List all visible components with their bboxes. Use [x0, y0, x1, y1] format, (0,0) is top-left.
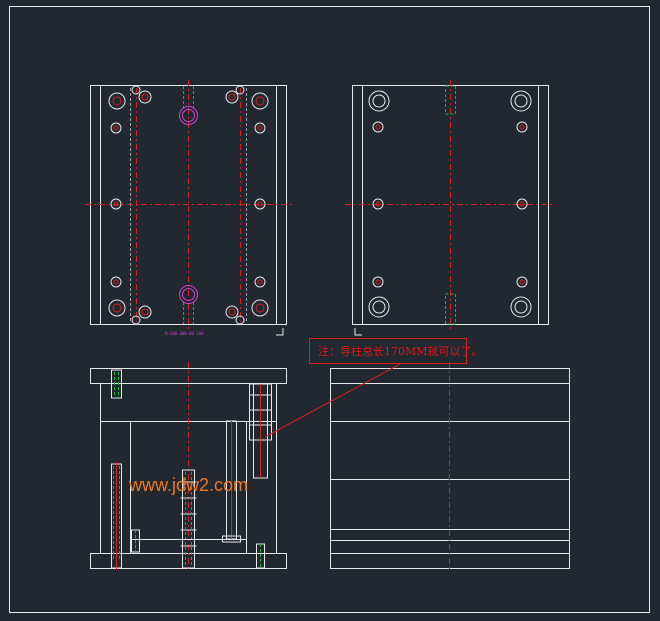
bottom-right-section-view	[330, 362, 570, 572]
note-text: 注：导柱总长170MM就可以了。	[318, 344, 483, 358]
part-number-label: M-200-400-00-100	[165, 331, 204, 336]
top-right-plan-view	[345, 80, 555, 336]
top-left-plan-view	[85, 80, 292, 336]
drawing-border	[9, 6, 650, 613]
bottom-left-section-view	[90, 362, 287, 572]
watermark-text: www.jdw2.com	[128, 475, 248, 495]
note-callout: 注：导柱总长170MM就可以了。	[264, 338, 483, 438]
